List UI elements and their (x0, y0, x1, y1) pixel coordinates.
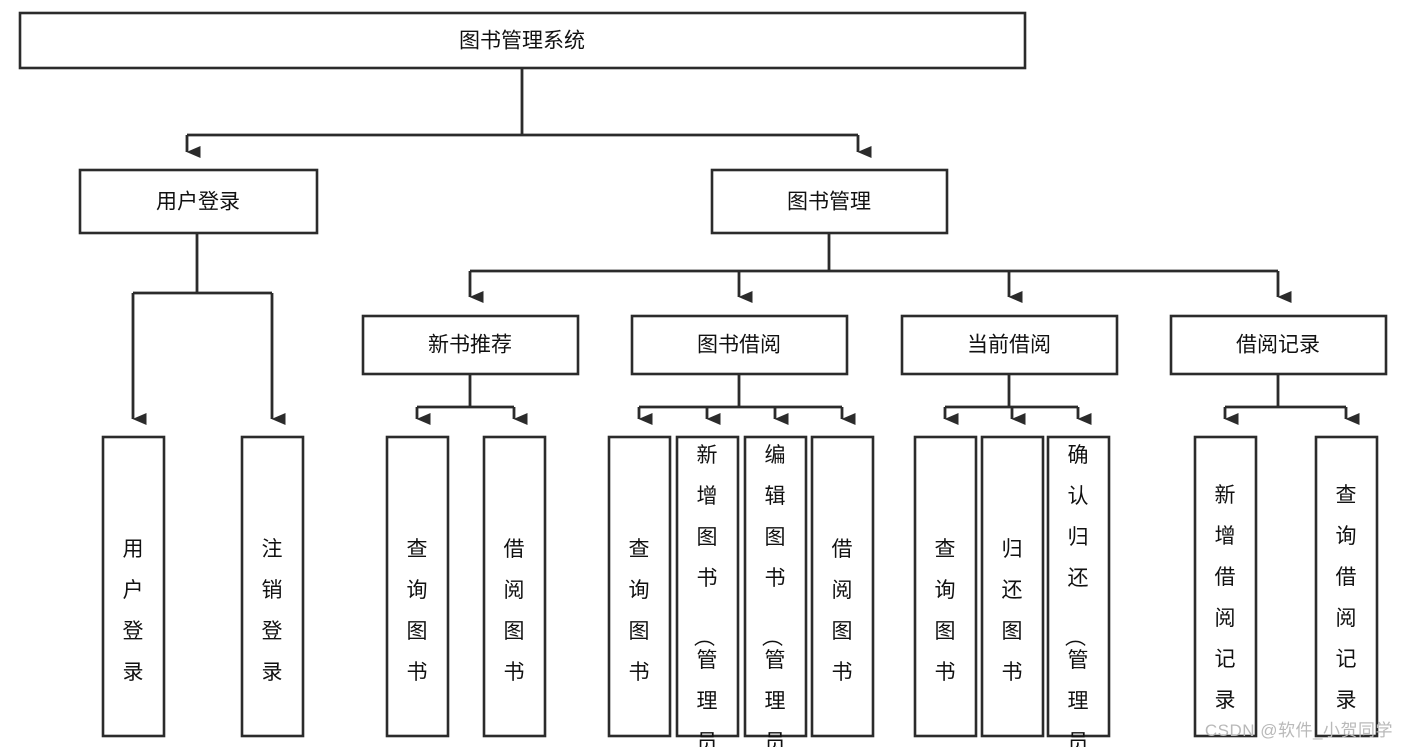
leaf-confirm-return-box (1046, 435, 1111, 738)
leaf-query-book-recommend-label: 查询图书 (407, 538, 428, 684)
node-borrow-record-label: 借阅记录 (1236, 334, 1320, 357)
node-current-borrow[interactable]: 当前借阅 (900, 314, 1119, 376)
leaf-query-book-borrow-box (607, 435, 672, 738)
leaf-return-book-box (980, 435, 1045, 738)
leaf-query-borrow-record[interactable]: 查询借阅记录 (1314, 435, 1379, 738)
leaf-borrow-book-recommend-box (482, 435, 547, 738)
leaf-query-borrow-record-label: 查询借阅记录 (1336, 484, 1357, 712)
leaf-add-book[interactable]: 新增图书（管理员） (675, 435, 740, 747)
node-book-borrow-label: 图书借阅 (697, 334, 781, 357)
node-book-management-box (710, 168, 949, 235)
leaf-add-book-label: 新增图书（管理员） (692, 444, 718, 747)
leaf-borrow-book-recommend-label: 借阅图书 (504, 538, 525, 684)
leaf-logout-label: 注销登录 (262, 538, 283, 684)
leaf-user-login[interactable]: 用户登录 (101, 435, 166, 738)
node-root[interactable]: 图书管理系统 (18, 11, 1027, 70)
leaf-query-book-current[interactable]: 查询图书 (913, 435, 978, 738)
node-user-login-label: 用户登录 (156, 191, 240, 214)
leaf-borrow-book[interactable]: 借阅图书 (810, 435, 875, 738)
leaf-user-login-label: 用户登录 (123, 538, 144, 684)
leaf-query-borrow-record-box (1314, 435, 1379, 738)
connector-newbook-to-leaves (415, 375, 528, 425)
leaf-borrow-book-label: 借阅图书 (832, 538, 853, 684)
leaf-query-book-borrow-label: 查询图书 (629, 538, 650, 684)
connector-root-to-level1 (185, 68, 872, 158)
leaf-return-book[interactable]: 归还图书 (980, 435, 1045, 738)
node-book-borrow[interactable]: 图书借阅 (630, 314, 849, 376)
leaf-logout[interactable]: 注销登录 (240, 435, 305, 738)
node-current-borrow-box (900, 314, 1119, 376)
leaf-add-book-box (675, 435, 740, 738)
node-new-book-recommend-label: 新书推荐 (428, 334, 512, 357)
node-borrow-record[interactable]: 借阅记录 (1169, 314, 1388, 376)
leaf-add-borrow-record-box (1193, 435, 1258, 738)
node-borrow-record-box (1169, 314, 1388, 376)
connector-borrowrecord-to-leaves (1223, 375, 1360, 425)
leaf-confirm-return[interactable]: 确认归还（管理员） (1046, 435, 1111, 747)
leaf-borrow-book-recommend[interactable]: 借阅图书 (482, 435, 547, 738)
leaf-borrow-book-box (810, 435, 875, 738)
leaf-query-book-current-label: 查询图书 (935, 538, 956, 684)
leaf-edit-book-box (743, 435, 808, 738)
leaf-return-book-label: 归还图书 (1002, 538, 1023, 684)
node-current-borrow-label: 当前借阅 (967, 334, 1051, 357)
leaf-confirm-return-label: 确认归还（管理员） (1063, 444, 1089, 747)
connector-bookborrow-to-leaves (637, 375, 856, 425)
node-book-management[interactable]: 图书管理 (710, 168, 949, 235)
csdn-watermark: CSDN @软件_小贺同学 (1204, 721, 1393, 740)
leaf-add-borrow-record[interactable]: 新增借阅记录 (1193, 435, 1258, 738)
node-root-label: 图书管理系统 (459, 30, 585, 53)
leaf-logout-box (240, 435, 305, 738)
node-new-book-recommend[interactable]: 新书推荐 (361, 314, 580, 376)
node-user-login-box (78, 168, 319, 235)
leaf-query-book-recommend[interactable]: 查询图书 (385, 435, 450, 738)
leaf-query-book-current-box (913, 435, 978, 738)
leaf-user-login-box (101, 435, 166, 738)
node-new-book-recommend-box (361, 314, 580, 376)
connector-currentborrow-to-leaves (943, 375, 1092, 425)
leaf-add-borrow-record-label: 新增借阅记录 (1215, 484, 1236, 712)
connector-userlogin-to-leaves (131, 233, 286, 425)
node-root-box (18, 11, 1027, 70)
leaf-edit-book[interactable]: 编辑图书（管理员） (743, 435, 808, 747)
node-user-login[interactable]: 用户登录 (78, 168, 319, 235)
node-book-management-label: 图书管理 (787, 191, 871, 214)
connector-bookmgmt-to-level2 (468, 233, 1292, 303)
node-book-borrow-box (630, 314, 849, 376)
leaf-query-book-recommend-box (385, 435, 450, 738)
leaf-query-book-borrow[interactable]: 查询图书 (607, 435, 672, 738)
leaf-edit-book-label: 编辑图书（管理员） (760, 444, 786, 747)
